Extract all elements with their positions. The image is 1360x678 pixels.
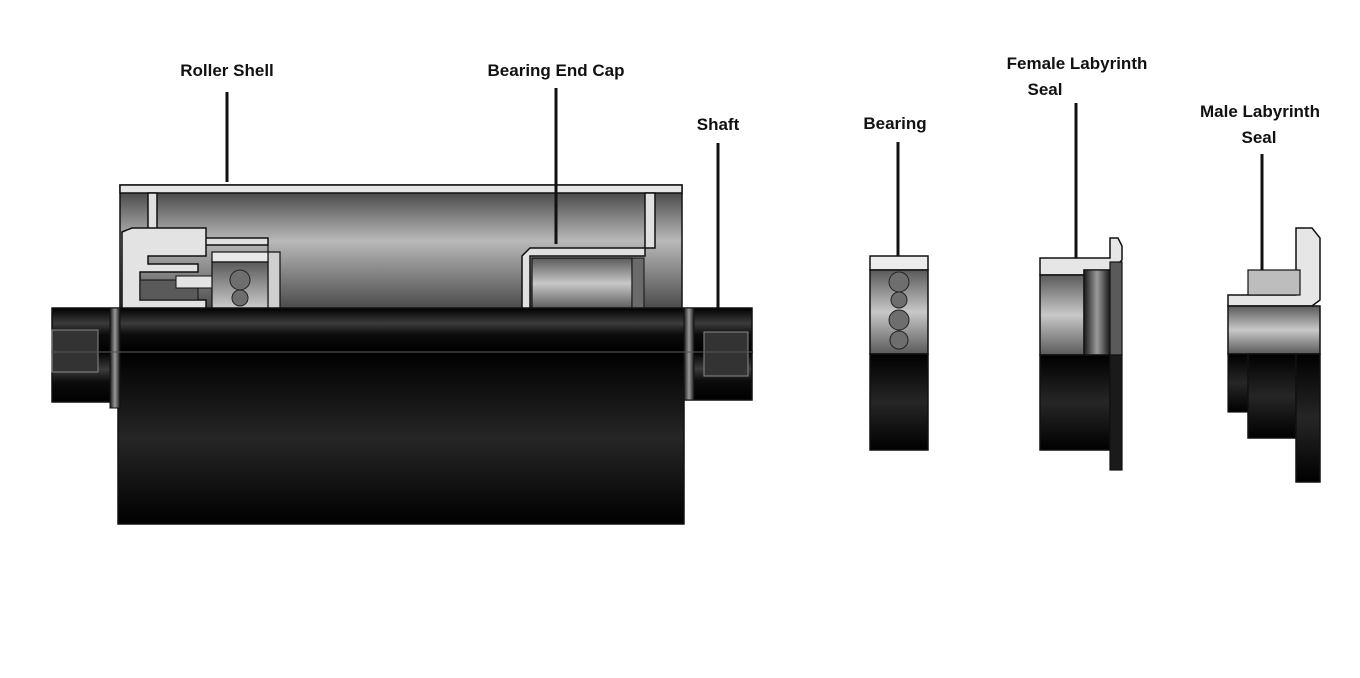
shaft-end-flat-right (703, 331, 749, 377)
bearing-part (869, 255, 929, 451)
label-bearing: Bearing (863, 114, 927, 133)
shaft-end-flat-left (51, 329, 99, 373)
label-shaft: Shaft (696, 115, 740, 134)
female-labyrinth-seal-part (1039, 237, 1123, 471)
right-bearing-block (531, 257, 633, 310)
roller-assembly (51, 184, 753, 525)
label-male-seal-line1: Male Labyrinth (1200, 102, 1320, 121)
label-roller-shell: Roller Shell (180, 61, 274, 80)
left-bearing-outer (211, 251, 269, 263)
label-male-seal-line2: Seal (1241, 128, 1277, 147)
leader-lines (225, 88, 1264, 308)
roller-shell-wall (119, 184, 683, 194)
shaft-body (51, 307, 753, 353)
bearing-balls (888, 271, 910, 350)
male-labyrinth-seal-part (1227, 227, 1321, 483)
label-female-seal-line1: Female Labyrinth (1006, 54, 1148, 73)
bearing-lower (869, 353, 929, 451)
label-bearing-end-cap: Bearing End Cap (487, 61, 625, 80)
label-female-seal-line2: Seal (1027, 80, 1063, 99)
roller-shell-lower (117, 351, 685, 525)
right-end-cap-profile (521, 192, 656, 310)
